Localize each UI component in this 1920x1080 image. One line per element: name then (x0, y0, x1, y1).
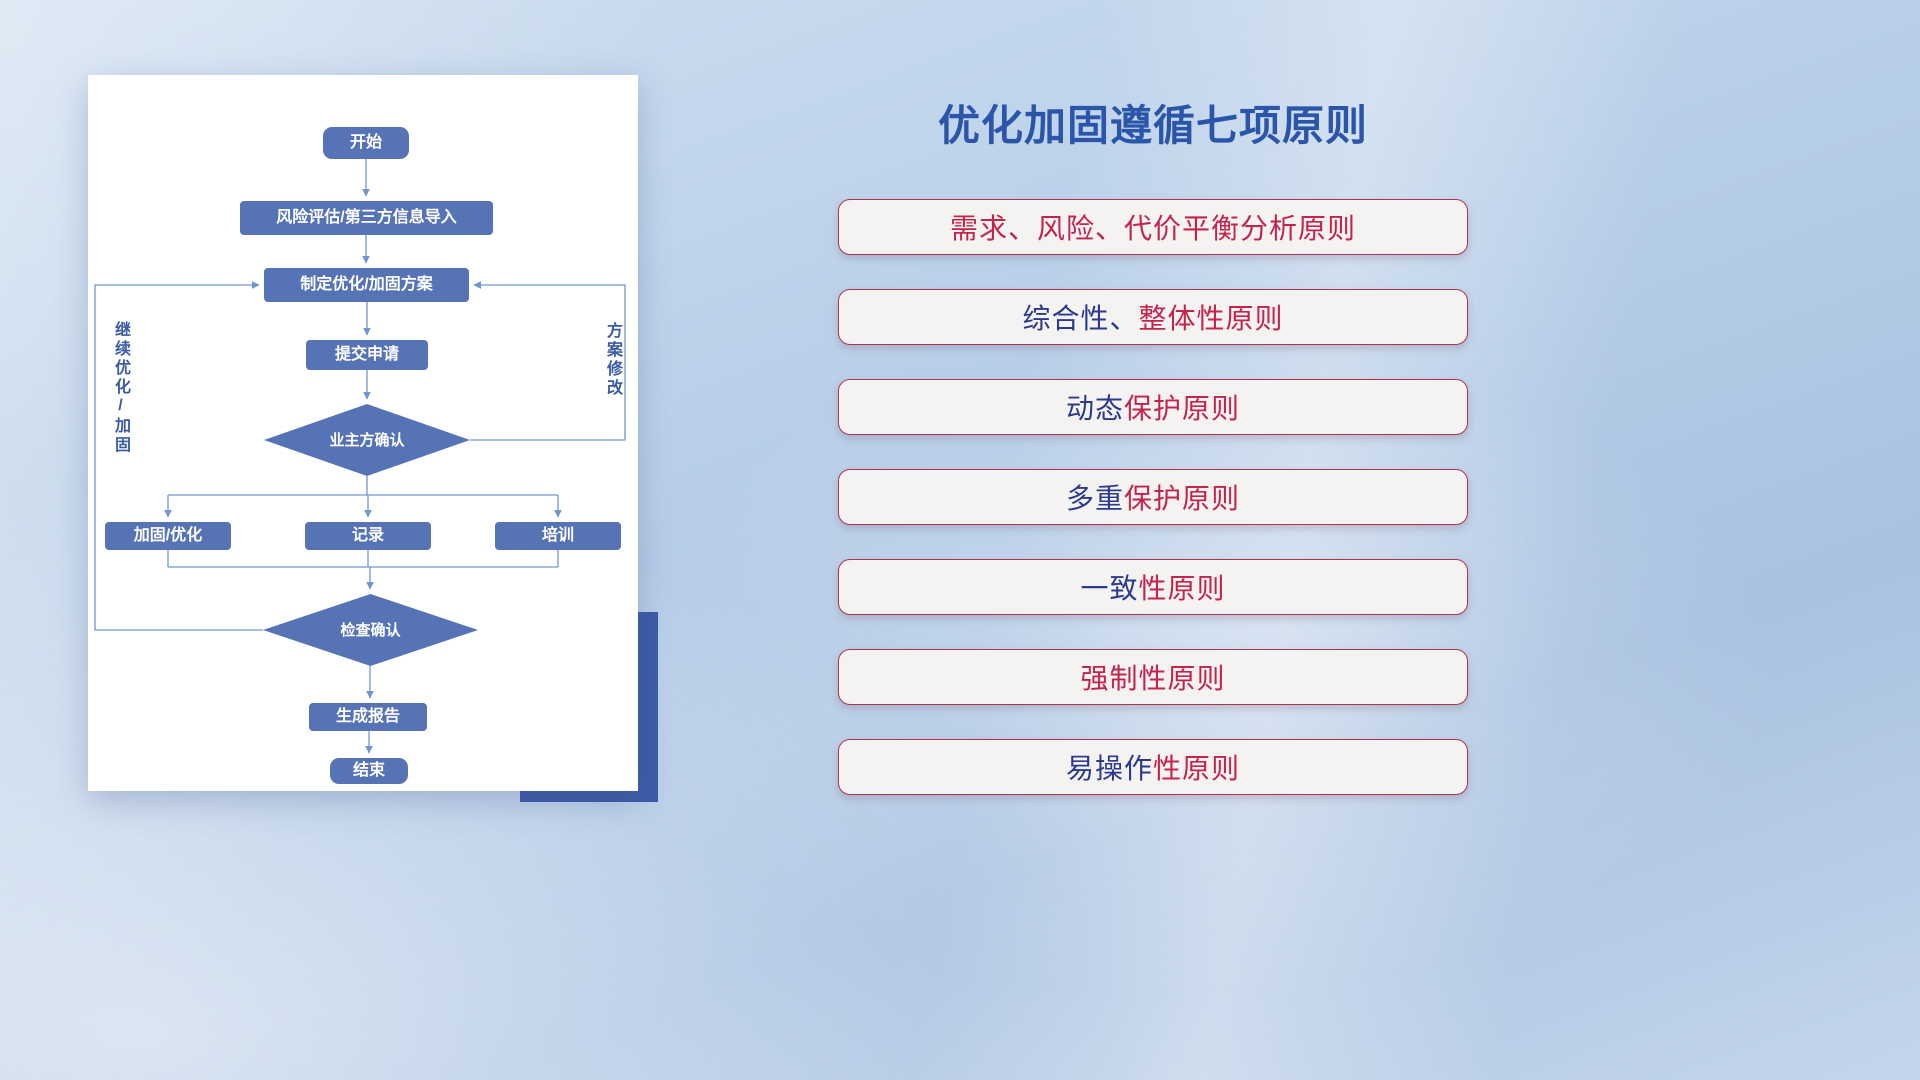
principles-list: 需求、风险、代价平衡分析原则综合性、整体性原则动态保护原则多重保护原则一致性原则… (838, 199, 1468, 795)
principle-text-segment: 整体性原则 (1138, 303, 1284, 334)
loop-label-continue-optimize: 继续优化/加固 (112, 321, 129, 455)
principle-text-segment: 强制性原则 (1080, 663, 1226, 694)
principle-pill: 易操作性原则 (838, 739, 1468, 795)
principle-text-segment: 综合性、 (1022, 303, 1139, 334)
principle-text-segment: 性原则 (1153, 753, 1241, 784)
flow-node-risk-import: 风险评估/第三方信息导入 (240, 201, 493, 235)
flow-node-start: 开始 (323, 127, 409, 159)
flow-node-training: 培训 (495, 522, 621, 550)
flow-node-reinforce: 加固/优化 (105, 522, 231, 550)
principle-text-segment: 易操作 (1065, 753, 1153, 784)
principle-pill: 综合性、整体性原则 (838, 289, 1468, 345)
flow-node-make-plan: 制定优化/加固方案 (264, 268, 469, 302)
principle-text-segment: 需求、风险、代价平衡分析原则 (949, 213, 1356, 244)
flow-decision-check-confirm: 检查确认 (263, 594, 478, 666)
principle-text-segment: 一致 (1080, 573, 1139, 604)
principle-text-segment: 保护原则 (1124, 483, 1241, 514)
principle-pill: 动态保护原则 (838, 379, 1468, 435)
principle-pill: 需求、风险、代价平衡分析原则 (838, 199, 1468, 255)
flow-node-submit: 提交申请 (306, 340, 428, 370)
principle-pill: 强制性原则 (838, 649, 1468, 705)
flow-node-record: 记录 (305, 522, 431, 550)
principle-pill: 多重保护原则 (838, 469, 1468, 525)
principle-text-segment: 性原则 (1138, 573, 1226, 604)
flow-decision-owner-confirm: 业主方确认 (264, 404, 470, 476)
page-title: 优化加固遵循七项原则 (937, 102, 1368, 149)
principle-text-segment: 多重 (1065, 483, 1124, 514)
flow-node-end: 结束 (330, 758, 408, 784)
loop-label-plan-revision: 方案修改 (604, 322, 621, 398)
principle-text-segment: 动态 (1065, 393, 1124, 424)
principle-pill: 一致性原则 (838, 559, 1468, 615)
flow-node-report: 生成报告 (309, 703, 427, 731)
flowchart-card: 开始 风险评估/第三方信息导入 制定优化/加固方案 提交申请 业主方确认 加固/… (88, 75, 638, 791)
principle-text-segment: 保护原则 (1124, 393, 1241, 424)
